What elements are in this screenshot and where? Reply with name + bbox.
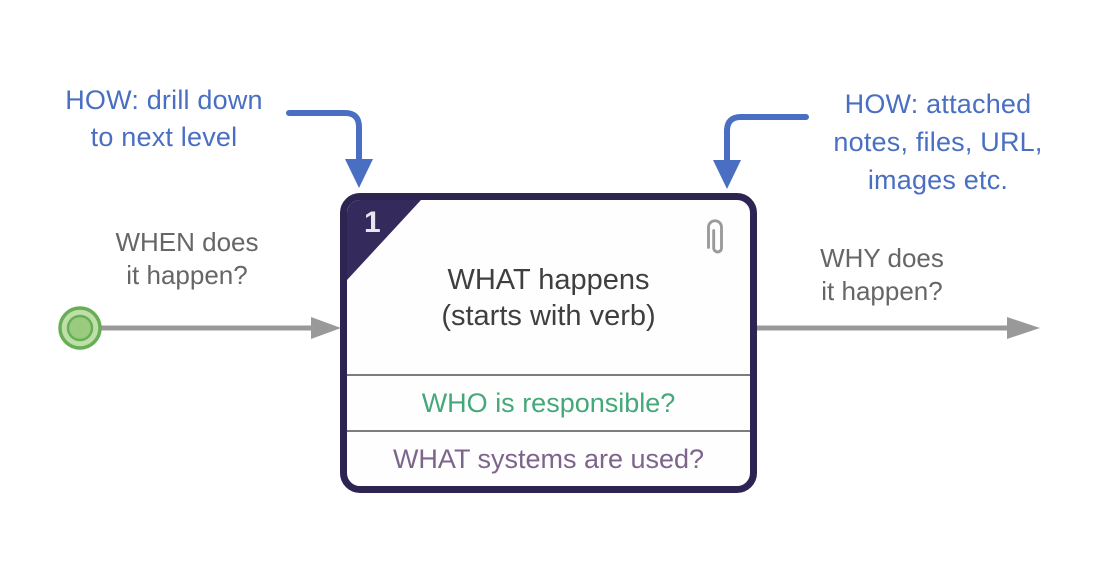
annotation-attachments: HOW: attached notes, files, URL, images … (798, 85, 1078, 199)
what-happens-line2: (starts with verb) (441, 300, 656, 332)
annotation-attachments-line1: HOW: attached (844, 89, 1032, 119)
process-step-box: 1 WHAT happens (starts with verb) WHO is… (340, 193, 757, 493)
annotation-drill-down-line1: HOW: drill down (65, 85, 263, 115)
step-number: 1 (364, 206, 381, 239)
start-event-circle (58, 306, 102, 350)
drill-down-annotation-arrow (286, 110, 373, 188)
annotation-drill-down: HOW: drill down to next level (28, 82, 300, 156)
outgoing-flow-arrow (755, 317, 1040, 339)
incoming-flow-label-line2: it happen? (126, 260, 248, 290)
annotation-drill-down-line2: to next level (90, 122, 238, 152)
incoming-flow-label: WHEN does it happen? (77, 226, 297, 292)
what-happens-section: WHAT happens (starts with verb) (347, 200, 750, 374)
systems-used-row: WHAT systems are used? (347, 430, 750, 486)
annotation-attachments-line2: notes, files, URL, (833, 127, 1043, 157)
outgoing-flow-label-line1: WHY does (820, 243, 944, 273)
who-responsible-row: WHO is responsible? (347, 374, 750, 430)
outgoing-flow-label-line2: it happen? (821, 276, 943, 306)
incoming-flow-arrow (100, 317, 341, 339)
attachments-annotation-arrow (713, 114, 809, 189)
what-happens-line1: WHAT happens (447, 264, 650, 296)
outgoing-flow-label: WHY does it happen? (772, 242, 992, 308)
annotation-attachments-line3: images etc. (867, 165, 1009, 195)
paperclip-icon (707, 219, 723, 254)
incoming-flow-label-line1: WHEN does (115, 227, 259, 257)
